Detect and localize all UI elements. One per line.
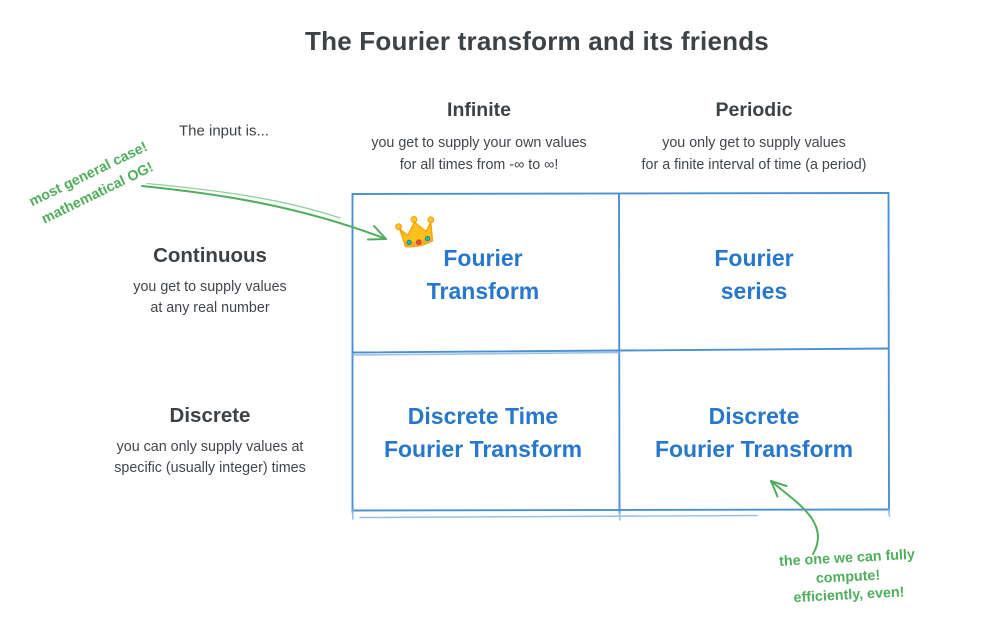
row-desc-discrete: you can only supply values at specific (… xyxy=(114,439,306,476)
cell-discrete-fourier-transform: Discrete Fourier Transform xyxy=(654,403,854,462)
annotation-most-general: most general case! mathematical OG! xyxy=(26,138,156,228)
annotation-arrow-fully-compute xyxy=(770,480,820,555)
annotation-fully-compute: the one we can fully compute! efficientl… xyxy=(778,546,916,607)
cell-discrete-time-fourier-transform: Discrete Time Fourier Transform xyxy=(383,403,583,462)
row-desc-continuous: you get to supply values at any real num… xyxy=(133,279,287,316)
annotation-arrow-most-general xyxy=(141,182,387,241)
page-title: The Fourier transform and its friends xyxy=(305,26,769,56)
row-header-discrete: Discrete xyxy=(169,404,251,427)
input-axis-note: The input is... xyxy=(178,122,270,140)
row-header-continuous: Continuous xyxy=(153,244,267,267)
column-header-periodic: Periodic xyxy=(715,99,793,121)
crown-icon xyxy=(395,216,435,248)
column-desc-infinite: you get to supply your own values for al… xyxy=(371,135,587,173)
column-desc-periodic: you only get to supply values for a fini… xyxy=(641,135,867,173)
cell-fourier-series: Fourier series xyxy=(714,245,794,304)
cell-fourier-transform: Fourier Transform xyxy=(426,245,540,304)
column-header-infinite: Infinite xyxy=(447,99,511,121)
